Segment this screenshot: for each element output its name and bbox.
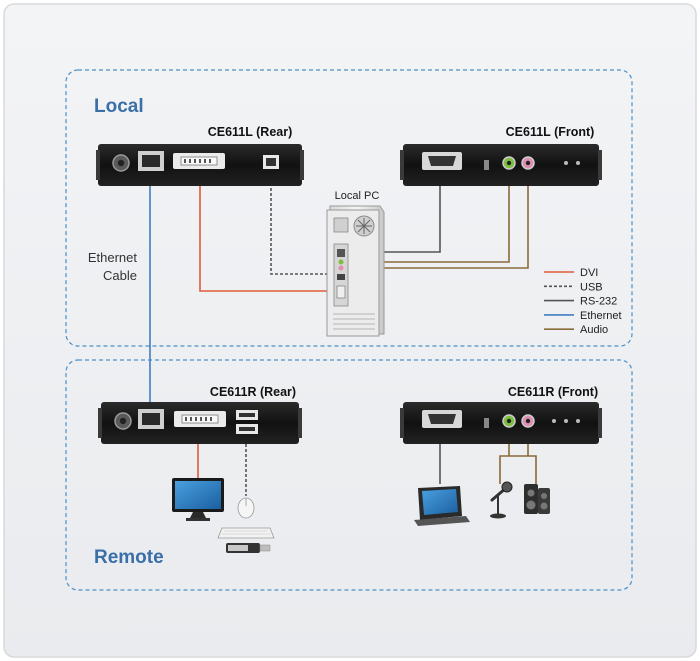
ethernet-cable-label-line1: Ethernet bbox=[88, 250, 138, 265]
local-zone bbox=[65, 69, 633, 347]
remote-front-unit bbox=[400, 402, 602, 444]
audio-cable-local-1 bbox=[350, 166, 510, 263]
legend-label-usb: USB bbox=[580, 281, 603, 293]
legend-label-ethernet: Ethernet bbox=[580, 310, 622, 322]
remote-zone-title: Remote bbox=[94, 547, 164, 568]
remote-zone bbox=[65, 359, 633, 591]
dvi-cable-local bbox=[199, 170, 336, 292]
audio-cable-local-2 bbox=[350, 166, 529, 269]
local-front-unit bbox=[400, 144, 602, 186]
touch-panel-icon bbox=[414, 486, 470, 526]
pc-tower-icon bbox=[326, 205, 385, 337]
mouse-icon bbox=[237, 497, 255, 519]
speakers-icon bbox=[524, 484, 550, 514]
microphone-icon bbox=[490, 481, 513, 519]
ethernet-cable-label-line2: Cable bbox=[103, 268, 137, 283]
remote-front-title: CE611R (Front) bbox=[508, 385, 598, 399]
remote-rear-title: CE611R (Rear) bbox=[210, 385, 296, 399]
monitor-icon bbox=[172, 478, 224, 521]
legend-label-audio: Audio bbox=[580, 324, 608, 336]
legend-label-dvi: DVI bbox=[580, 267, 598, 279]
usb-drive-icon bbox=[226, 543, 271, 553]
legend-label-rs-232: RS-232 bbox=[580, 296, 617, 308]
local-zone-title: Local bbox=[94, 96, 144, 117]
local-pc-label: Local PC bbox=[335, 190, 380, 202]
usb-cable-local bbox=[270, 168, 336, 275]
local-rear-title: CE611L (Rear) bbox=[208, 125, 293, 139]
remote-rear-unit bbox=[98, 402, 302, 444]
local-front-title: CE611L (Front) bbox=[506, 125, 595, 139]
local-rear-unit bbox=[96, 144, 304, 186]
keyboard-icon bbox=[217, 527, 275, 539]
